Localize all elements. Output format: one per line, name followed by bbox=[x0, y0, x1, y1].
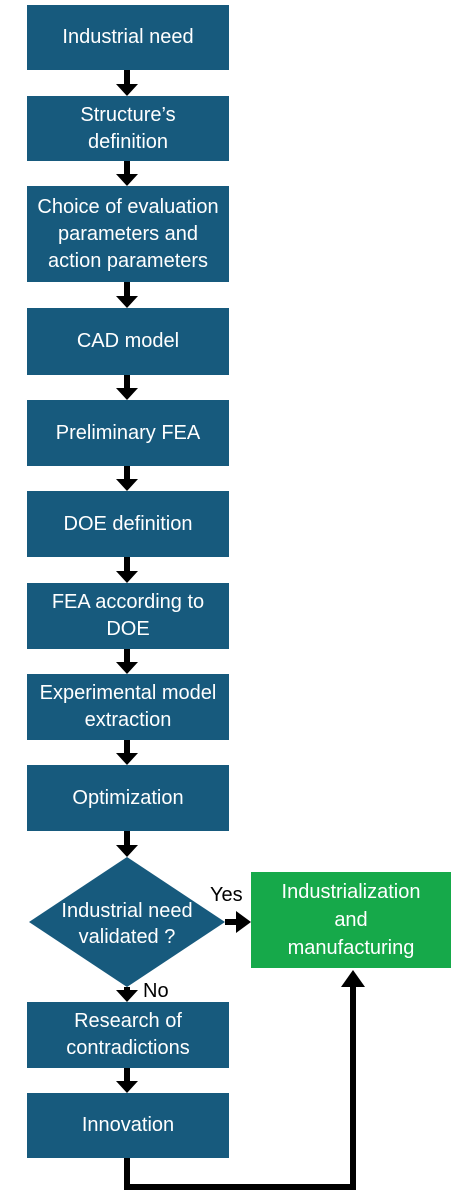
step-industrial-need: Industrial need bbox=[27, 5, 229, 70]
step-industrialization: Industrialization and manufacturing bbox=[251, 872, 451, 968]
decision-diamond bbox=[29, 857, 225, 987]
yes-label: Yes bbox=[210, 884, 243, 906]
arrow-loop bbox=[124, 985, 356, 1190]
step-fea-according-to-doe: FEA according to DOE bbox=[27, 583, 229, 649]
step-experimental-model-extraction: Experimental model extraction bbox=[27, 674, 229, 740]
step-preliminary-fea: Preliminary FEA bbox=[27, 400, 229, 466]
step-research-of-contradictions: Research of contradictions bbox=[27, 1002, 229, 1068]
no-label: No bbox=[143, 980, 169, 1002]
step-cad-model: CAD model bbox=[27, 308, 229, 375]
step-innovation: Innovation bbox=[27, 1093, 229, 1158]
step-structure-definition: Structure’s definition bbox=[27, 96, 229, 161]
step-doe-definition: DOE definition bbox=[27, 491, 229, 557]
decision-label: Industrial need validated ? bbox=[61, 900, 193, 948]
step-choice-of-parameters: Choice of evaluation parameters and acti… bbox=[27, 186, 229, 282]
step-optimization: Optimization bbox=[27, 765, 229, 831]
